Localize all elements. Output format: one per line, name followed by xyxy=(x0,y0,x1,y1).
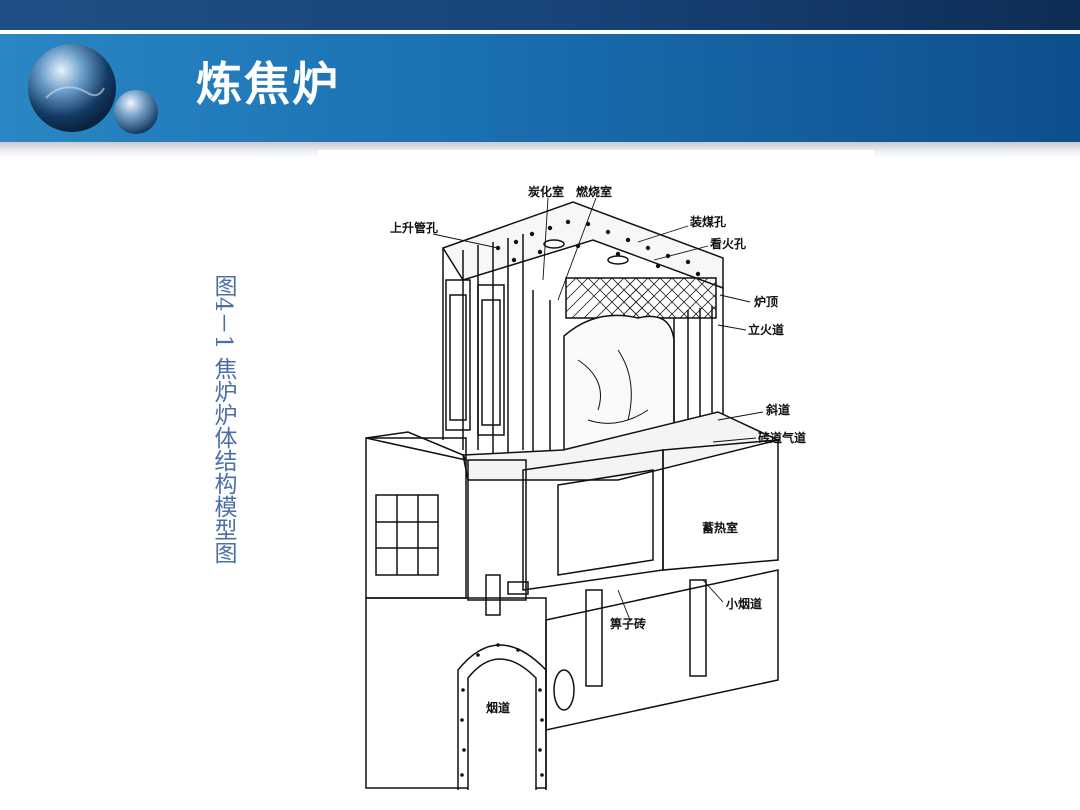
label-regenerator: 蓄热室 xyxy=(702,520,738,535)
coke-oven-structure-diagram: 炭化室 燃烧室 上升管孔 装煤孔 看火孔 炉顶 立火道 斜道 砖道气道 蓄热室 … xyxy=(318,150,874,790)
label-vertical-flue: 立火道 xyxy=(748,322,784,337)
decorative-spheres-icon xyxy=(28,44,158,134)
label-combustion-chamber: 燃烧室 xyxy=(576,184,612,199)
title-banner xyxy=(0,34,1080,142)
label-brick-gas-duct: 砖道气道 xyxy=(758,430,806,445)
label-inclined-flue: 斜道 xyxy=(765,402,790,417)
page-title: 炼焦炉 xyxy=(196,57,340,111)
top-divider xyxy=(0,30,1080,34)
label-peephole: 看火孔 xyxy=(710,236,746,251)
label-oven-roof: 炉顶 xyxy=(754,294,778,309)
label-carbonization-chamber: 炭化室 xyxy=(528,184,564,199)
label-ascension-pipe-hole: 上升管孔 xyxy=(390,220,438,235)
top-bar xyxy=(0,0,1080,30)
label-charging-hole: 装煤孔 xyxy=(689,214,726,229)
label-grate-brick: 箅子砖 xyxy=(610,616,646,631)
label-flue: 烟道 xyxy=(486,700,510,715)
label-small-flue: 小烟道 xyxy=(726,596,762,611)
figure-caption: 图4－1 焦炉炉体结构模型图 xyxy=(210,274,236,564)
